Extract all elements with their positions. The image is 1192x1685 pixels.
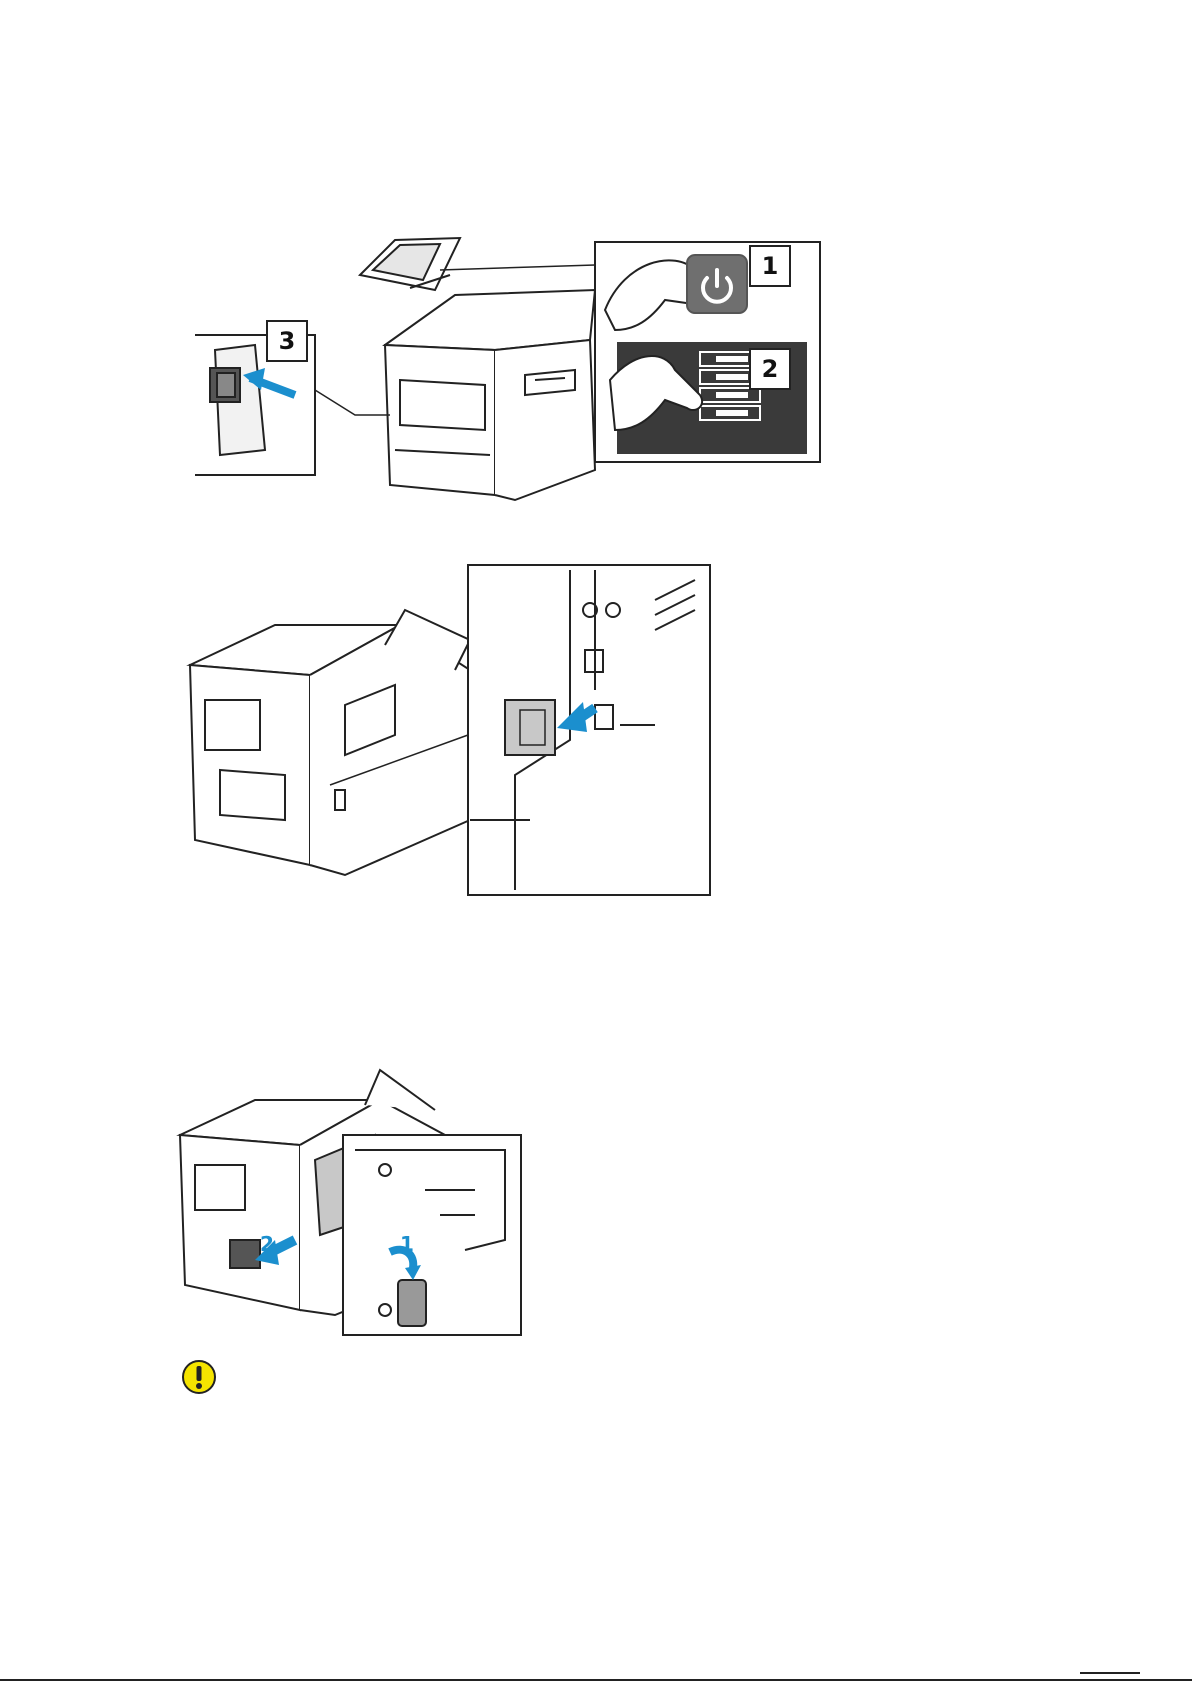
installed-module [398, 1280, 426, 1326]
callout-3: 3 [266, 320, 308, 362]
module-install-illustration [175, 1040, 525, 1340]
step-2-label: 2 [256, 1233, 278, 1255]
rear-port-illustration [185, 560, 715, 900]
callout-2: 2 [749, 348, 791, 390]
warning-icon [181, 1359, 217, 1395]
printer-front-drawing [360, 238, 595, 500]
power-switch-drawing [210, 345, 265, 455]
footer-tick [1080, 1672, 1140, 1674]
callout-1: 1 [749, 245, 791, 287]
inset-module-slot [343, 1135, 521, 1335]
usb-cover-module [505, 700, 555, 755]
footer-rule [0, 1679, 1192, 1681]
printer-rear-drawing [190, 610, 470, 875]
step-1-label: 1 [396, 1233, 418, 1255]
